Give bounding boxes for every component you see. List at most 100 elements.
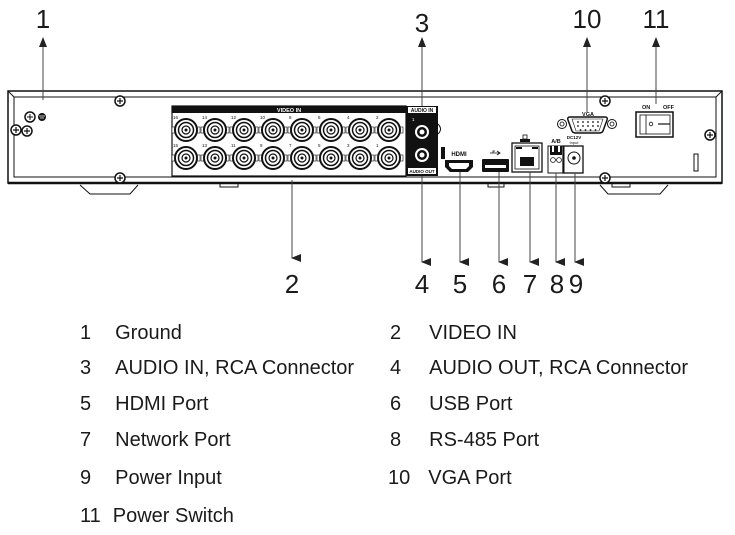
bnc-connector-5: 5 — [316, 143, 346, 170]
power-input-sublabel: Input — [570, 140, 580, 145]
network-port — [511, 134, 543, 173]
video-in-label: VIDEO IN — [277, 108, 301, 114]
legend-number: 4 — [390, 357, 402, 379]
legend-item-4: 4 AUDIO OUT, RCA Connector — [390, 358, 688, 378]
legend-label: Power Input — [115, 467, 222, 489]
callout-5: 5 — [453, 269, 467, 299]
bnc-connector-6: 6 — [316, 115, 346, 142]
callout-lines — [39, 37, 660, 266]
audio-block: AUDIO IN 1 AUDIO OUT — [406, 106, 445, 176]
legend-item-7: 7 Network Port — [80, 430, 231, 450]
callout-6: 6 — [492, 269, 506, 299]
power-input-label: DC12V — [567, 135, 582, 140]
bnc-connector-10: 10 — [258, 115, 288, 142]
vga-pin — [589, 129, 592, 131]
legend-number: 7 — [80, 429, 92, 451]
vga-label: VGA — [582, 112, 594, 118]
bnc-channel-label: 10 — [260, 115, 266, 120]
legend-item-2: 2 VIDEO IN — [390, 323, 517, 343]
bnc-channel-label: 8 — [289, 115, 292, 120]
vga-pin — [584, 129, 587, 131]
legend-label: AUDIO OUT, RCA Connector — [429, 357, 689, 379]
vga-pin — [594, 129, 597, 131]
power-switch: ON OFF — [635, 105, 675, 138]
bnc-channel-label: 16 — [173, 115, 179, 120]
bnc-channel-label: 7 — [289, 143, 292, 148]
vga-pin — [592, 121, 594, 123]
legend-number: 6 — [390, 393, 402, 415]
legend-item-9: 9 Power Input — [80, 468, 222, 488]
bnc-connector-12: 12 — [229, 115, 259, 142]
bnc-channel-label: 5 — [318, 143, 321, 148]
bnc-channel-label: 4 — [347, 115, 350, 120]
legend-number: 1 — [80, 322, 92, 344]
bnc-channel-label: 13 — [202, 143, 208, 148]
legend-label: Network Port — [115, 429, 231, 451]
audio-channel-label: 1 — [412, 117, 415, 122]
screw-icon — [21, 125, 33, 137]
vga-pin — [597, 121, 599, 123]
switch-on-label: ON — [642, 105, 650, 111]
hdmi-label: HDMI — [451, 152, 467, 158]
audio-in-label: AUDIO IN — [411, 108, 434, 114]
hdmi-port: HDMI — [445, 152, 473, 172]
vga-pin — [579, 129, 582, 131]
vga-pin — [587, 125, 589, 127]
audio-out-label: AUDIO OUT — [409, 169, 435, 174]
legend-number: 9 — [80, 467, 92, 489]
callout-2: 2 — [285, 269, 299, 299]
screws — [10, 95, 716, 184]
bnc-connector-11: 11 — [229, 143, 259, 170]
callout-8: 8 — [550, 269, 564, 299]
legend-number: 10 — [388, 467, 411, 489]
vga-pin — [582, 121, 584, 123]
bnc-connector-14: 14 — [200, 115, 230, 142]
callout-7: 7 — [523, 269, 537, 299]
legend-number: 3 — [80, 357, 92, 379]
vga-pin — [577, 121, 579, 123]
screw-icon — [114, 95, 126, 107]
callout-10: 10 — [573, 4, 602, 34]
bnc-channel-label: 15 — [173, 143, 179, 148]
callout-1: 1 — [36, 4, 50, 34]
legend-label: VIDEO IN — [429, 322, 517, 344]
ground-terminal — [24, 111, 46, 123]
bnc-connector-3: 3 — [345, 143, 375, 170]
vga-pin — [587, 121, 589, 123]
legend-number: 2 — [390, 322, 402, 344]
bnc-connector-16: 16 — [171, 115, 201, 142]
bnc-connector-15: 15 — [171, 143, 201, 170]
bnc-connector-8: 8 — [287, 115, 317, 142]
bnc-channel-label: 9 — [260, 143, 263, 148]
callout-4: 4 — [415, 269, 429, 299]
legend-label: Ground — [115, 322, 182, 344]
legend-number: 5 — [80, 393, 92, 415]
screw-icon — [114, 172, 126, 184]
vga-pin — [592, 125, 594, 127]
bnc-connector-9: 9 — [258, 143, 288, 170]
bnc-channel-label: 12 — [231, 115, 237, 120]
screw-icon — [599, 172, 611, 184]
legend-label: Power Switch — [112, 505, 234, 527]
bnc-channel-label: 11 — [231, 143, 236, 148]
vent-slot — [693, 153, 699, 172]
screw-icon — [704, 129, 716, 141]
legend-label: RS-485 Port — [429, 429, 540, 451]
vga-pin — [597, 125, 599, 127]
vga-pin — [577, 125, 579, 127]
legend-label: VGA Port — [428, 467, 512, 489]
screw-icon — [599, 95, 611, 107]
legend-item-1: 1 Ground — [80, 323, 182, 343]
bnc-connector-13: 13 — [200, 143, 230, 170]
bnc-channel-label: 2 — [376, 115, 379, 120]
usb-port — [482, 150, 509, 172]
legend-item-10: 10 VGA Port — [388, 468, 512, 488]
callout-3: 3 — [415, 8, 429, 38]
